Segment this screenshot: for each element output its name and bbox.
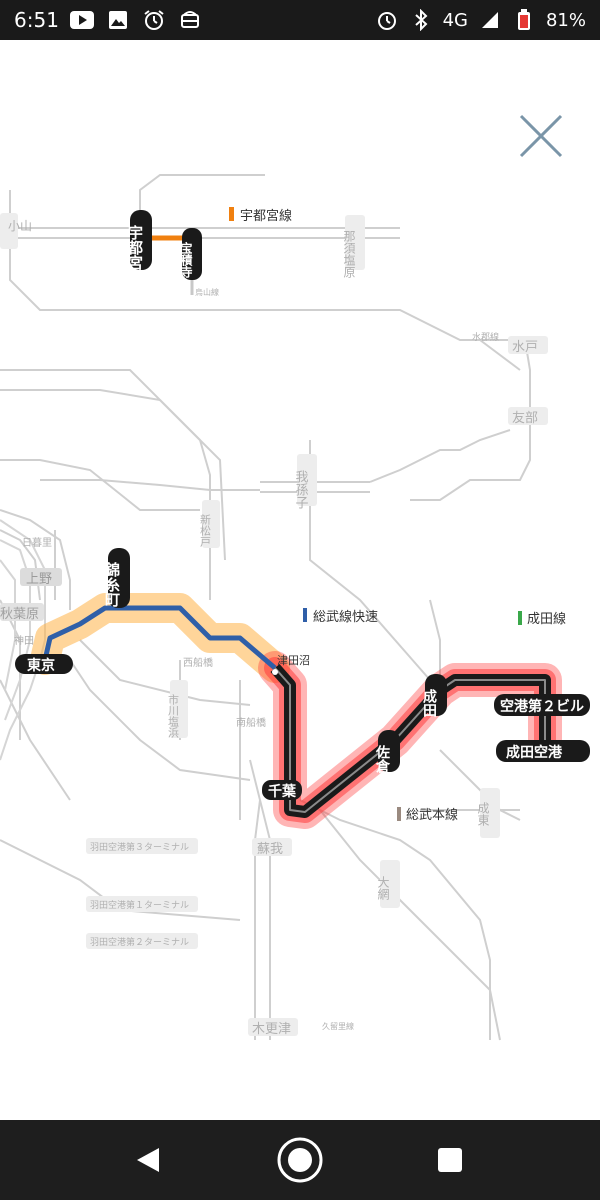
station-sakura: 佐倉 <box>374 744 391 774</box>
label-kururi: 久留里線 <box>322 1021 354 1031</box>
station-pill-narita <box>425 674 447 716</box>
station-pill-kinshicho <box>108 548 130 608</box>
station-nishifunabashi: 西船橋 <box>183 656 213 669</box>
station-tomobe: 友部 <box>512 410 538 426</box>
station-narita: 成田 <box>421 688 437 718</box>
battery-level: 81% <box>545 9 586 31</box>
status-bar: 6:51 4G 81% <box>0 0 600 40</box>
gray-station-labels: 小山 那須塩原 烏山線 水郡線 水戸 友部 我孫子 新松戸 日暮里 上野 秋葉原… <box>0 213 548 1037</box>
station-pill-airport-t2 <box>494 694 590 716</box>
station-tokyo: 東京 <box>27 657 55 674</box>
station-mito: 水戸 <box>512 340 538 355</box>
station-pill-chiba <box>262 780 302 800</box>
sobu-rapid-legend-swatch <box>303 608 307 622</box>
status-time: 6:51 <box>14 8 59 32</box>
image-icon <box>106 8 130 32</box>
status-right-icons: 4G 81% <box>375 8 586 32</box>
recents-icon <box>438 1148 462 1172</box>
alarm-icon <box>375 8 399 32</box>
station-soga: 蘇我 <box>257 842 283 857</box>
label-sobu-main-line: 総武本線 <box>406 807 458 823</box>
station-tsudanuma: 津田沼 <box>277 653 310 667</box>
close-button[interactable] <box>515 110 567 162</box>
station-haneda1: 羽田空港第１ターミナル <box>90 899 189 911</box>
station-ichikawashiohama: 市川塩浜 <box>167 693 180 739</box>
battery-icon <box>512 8 536 32</box>
station-nippori: 日暮里 <box>22 536 52 549</box>
station-minamifunabashi: 南船橋 <box>236 716 266 729</box>
sobu-main-legend-swatch <box>397 807 401 821</box>
train-notification-icon <box>178 8 202 32</box>
route-map[interactable]: 小山 那須塩原 烏山線 水郡線 水戸 友部 我孫子 新松戸 日暮里 上野 秋葉原… <box>0 40 600 1120</box>
station-dot-tsudanuma <box>272 669 278 675</box>
narita-legend-swatch <box>518 611 522 625</box>
back-button[interactable] <box>118 1140 178 1180</box>
station-utsunomiya: 宇都宮 <box>126 224 144 271</box>
route-stations: 東京 錦糸町 津田沼 千葉 佐倉 成田 空港第２ビル 成田空港 <box>15 548 590 800</box>
label-karasuyama: 烏山線 <box>195 287 219 297</box>
status-left-icons <box>70 8 202 32</box>
station-kanda: 神田 <box>14 634 34 647</box>
station-narita-airport: 成田空港 <box>506 744 563 761</box>
station-hoshakuji: 宝積寺 <box>179 241 193 279</box>
station-oyama: 小山 <box>8 219 32 233</box>
home-icon <box>277 1137 323 1183</box>
station-pill-utsunomiya <box>130 210 152 270</box>
station-haneda2: 羽田空港第２ターミナル <box>90 936 189 948</box>
rail-map-svg: 小山 那須塩原 烏山線 水郡線 水戸 友部 我孫子 新松戸 日暮里 上野 秋葉原… <box>0 174 590 1041</box>
label-suifu: 水郡線 <box>472 331 499 343</box>
station-oami: 大網 <box>376 876 390 901</box>
sobu-rapid-line <box>42 605 277 670</box>
station-chiba: 千葉 <box>268 783 297 800</box>
station-pill-sakura <box>378 730 400 772</box>
label-sobu-rapid-line: 総武線快速 <box>313 609 378 625</box>
station-naruto: 成東 <box>476 802 490 826</box>
network-type: 4G <box>442 9 468 31</box>
alarm-icon <box>142 8 166 32</box>
recents-button[interactable] <box>420 1140 480 1180</box>
station-kinshicho: 錦糸町 <box>103 561 121 608</box>
station-akihabara: 秋葉原 <box>0 607 39 622</box>
station-pill-hoshakuji <box>182 228 202 280</box>
label-utsunomiya-line: 宇都宮線 <box>240 208 292 224</box>
signal-icon <box>478 8 502 32</box>
station-kisarazu: 木更津 <box>252 1022 291 1037</box>
station-abiko: 我孫子 <box>293 470 309 509</box>
utsunomiya-line: 宇都宮線 宇都宮 宝積寺 <box>126 207 292 295</box>
bluetooth-icon <box>409 8 433 32</box>
station-haneda3: 羽田空港第３ターミナル <box>90 841 189 853</box>
station-pill-narita-airport <box>496 740 590 762</box>
system-nav-bar <box>0 1120 600 1200</box>
close-icon <box>519 114 563 158</box>
station-pill-tokyo <box>15 654 73 674</box>
utsunomiya-legend-swatch <box>229 207 234 221</box>
home-button[interactable] <box>270 1137 330 1183</box>
station-airport-t2: 空港第２ビル <box>500 698 584 715</box>
station-nasushiobara: 那須塩原 <box>342 230 356 278</box>
station-ueno: 上野 <box>26 572 52 587</box>
back-icon <box>137 1148 159 1172</box>
station-shinmatsudo: 新松戸 <box>199 513 212 548</box>
label-narita-line: 成田線 <box>527 611 566 627</box>
youtube-icon <box>70 8 94 32</box>
